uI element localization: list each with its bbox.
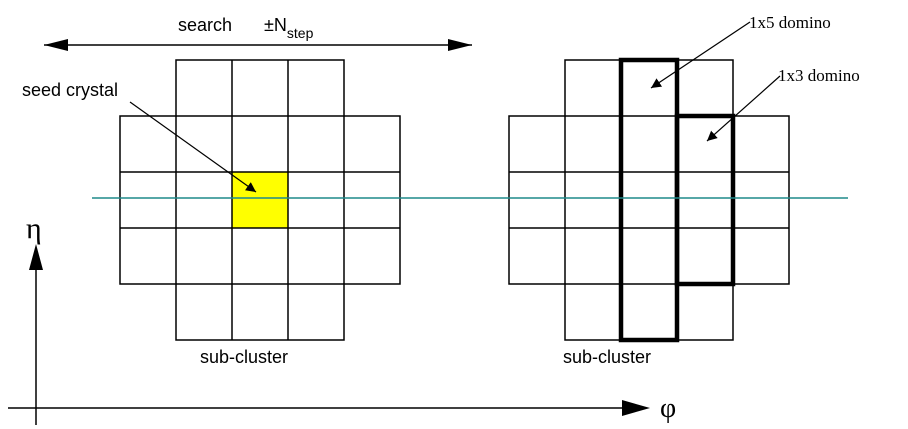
domino-1x3-pointer [706, 75, 781, 142]
nstep-label: ±Nstep [264, 15, 314, 41]
seed-crystal-label: seed crystal [22, 80, 118, 100]
domino-1x5-label: 1x5 domino [749, 13, 831, 32]
seed-crystal-pointer [129, 101, 257, 193]
eta-axis-label: η [26, 212, 42, 245]
domino-1x3-label: 1x3 domino [778, 66, 860, 85]
phi-axis-label: φ [660, 393, 676, 424]
domino-1x3 [674, 113, 736, 287]
sub-cluster-label-right: sub-cluster [563, 347, 651, 367]
eta-axis [29, 244, 43, 425]
domino-1x5-pointer [650, 21, 751, 89]
phi-axis [8, 400, 650, 416]
sub-cluster-label-left: sub-cluster [200, 347, 288, 367]
search-label: search [178, 15, 232, 35]
search-range-arrow [44, 39, 472, 51]
domino-1x5 [618, 57, 680, 343]
left-cluster-grid [119, 59, 401, 341]
right-cluster-grid [508, 59, 790, 341]
